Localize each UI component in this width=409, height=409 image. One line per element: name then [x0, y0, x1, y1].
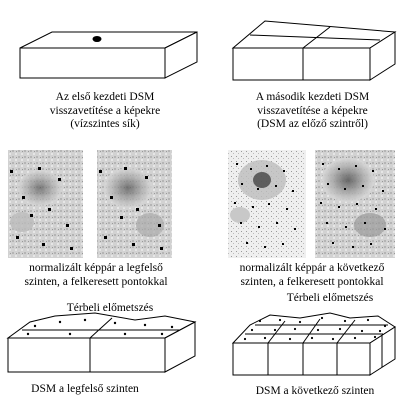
caption-line: normalizált képpár a legfelső	[29, 262, 163, 274]
tie-points-right	[234, 163, 386, 248]
bottom-left-dsm	[6, 312, 197, 373]
dsm-points-left	[26, 318, 174, 336]
projection-spot	[92, 36, 102, 42]
label-bottom-left: Térbeli előmetszés	[66, 302, 154, 314]
caption-line: (DSM az előző szintről)	[257, 118, 368, 130]
dsm-points-right	[243, 316, 387, 341]
caption-bottom-left: DSM a legfelső szinten	[31, 383, 139, 395]
caption-bottom-right: DSM a következő szinten	[255, 385, 375, 397]
bottom-right-dsm	[231, 312, 396, 376]
caption-line: Az első kezdeti DSM	[55, 91, 155, 103]
caption-middle-left: normalizált képpár a legfelső szinten, a…	[0, 262, 192, 289]
caption-line: szinten, a felkeresett pontokkal	[24, 275, 168, 288]
caption-line: normalizált képpár a következő	[239, 262, 385, 274]
top-right-box	[231, 20, 397, 81]
label-bottom-right: Térbeli előmetszés	[286, 292, 374, 304]
caption-middle-right: normalizált képpár a következő szinten, …	[215, 262, 409, 289]
caption-line: A második kezdeti DSM	[255, 91, 370, 103]
top-left-box	[19, 31, 198, 79]
caption-top-right: A második kezdeti DSM visszavetítése a k…	[220, 91, 405, 132]
caption-line: visszavetítése a képekre	[257, 104, 368, 117]
middle-left-image-pair	[8, 150, 172, 258]
middle-right-image-pair	[228, 150, 395, 258]
caption-line: (vízszintes sík)	[70, 118, 140, 130]
tie-points-left	[10, 167, 163, 250]
caption-line: szinten, a felkeresett pontokkal	[240, 275, 384, 288]
caption-top-left: Az első kezdeti DSM visszavetítése a kép…	[10, 91, 200, 132]
caption-line: visszavetítése a képekre	[49, 104, 161, 117]
